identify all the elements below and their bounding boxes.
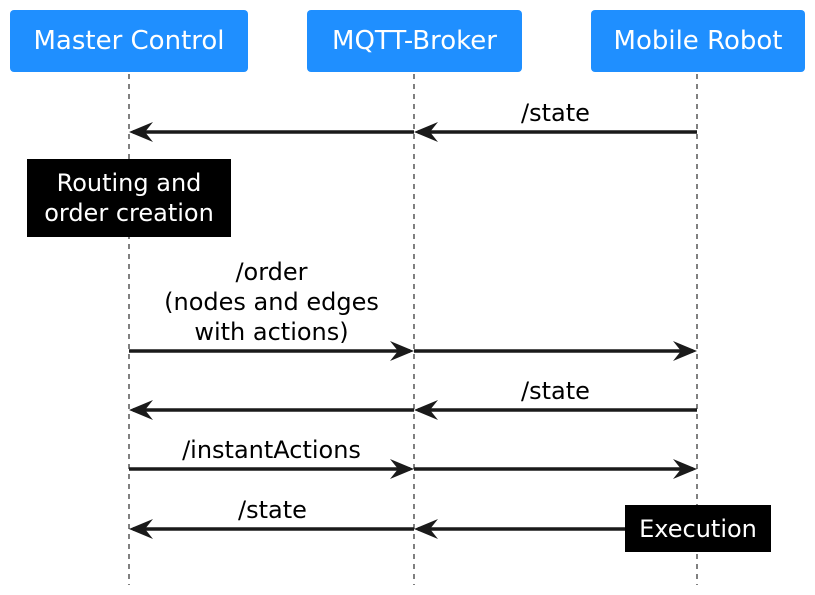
message-2-arrowhead-1 [414,400,438,420]
message-2-label-line-0: /state [521,377,590,405]
note-0-line-0: Routing and [56,169,202,197]
message-4-arrowhead-1 [414,519,438,539]
note-1-line-0: Execution [639,514,757,543]
message-1-arrowhead-2 [673,341,697,361]
message-0-arrowhead-2 [129,122,153,142]
message-1-label-line-0: /order [235,258,307,286]
message-1-label-line-2: with actions) [194,318,348,346]
message-2-arrowhead-2 [129,400,153,420]
participant-mqtt-broker: MQTT-Broker [307,10,522,72]
message-0-label-line-0: /state [521,99,590,127]
message-1-label-line-1: (nodes and edges [164,288,379,316]
message-3-arrowhead-1 [390,459,414,479]
note-execution: Execution [625,505,771,552]
message-1-arrowhead-1 [390,341,414,361]
message-4-label-line-0: /state [238,496,307,524]
participant-label: MQTT-Broker [332,26,497,56]
participant-label: Mobile Robot [613,26,783,56]
participant-mobile-robot: Mobile Robot [591,10,805,72]
message-3-label-line-0: /instantActions [182,436,361,464]
note-0-line-1: order creation [44,199,214,227]
message-4-arrowhead-2 [129,519,153,539]
message-0-arrowhead-1 [414,122,438,142]
message-3-arrowhead-2 [673,459,697,479]
participant-master-control: Master Control [10,10,248,72]
participant-label: Master Control [33,26,225,56]
